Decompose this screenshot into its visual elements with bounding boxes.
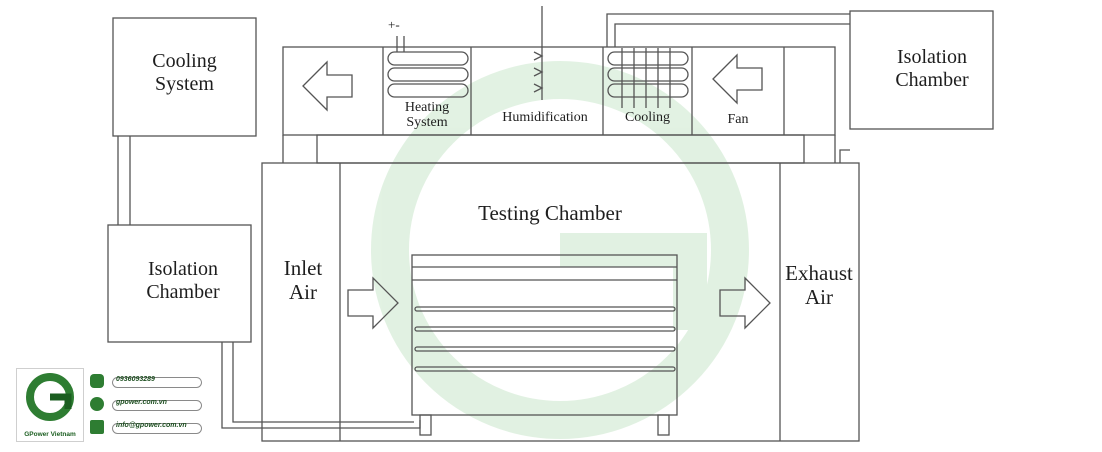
gpower-g-icon — [26, 373, 74, 421]
polarity-label: +- — [388, 17, 400, 32]
isolation-chamber-left-box — [107, 224, 252, 343]
phone-text: 0936093289 — [116, 376, 155, 383]
isolation-chamber-top-box — [849, 10, 994, 130]
fan-arrow — [712, 53, 763, 105]
website-text: gpower.com.vn — [116, 399, 167, 406]
contact-phone[interactable]: 0936093289 — [88, 374, 204, 389]
phone-icon — [90, 374, 104, 388]
mail-icon — [90, 420, 104, 434]
testing-chamber-box — [261, 162, 860, 442]
heating-coil — [387, 36, 469, 98]
contact-email[interactable]: info@gpower.com.vn — [88, 420, 204, 435]
cooling-label: Cooling — [624, 110, 671, 125]
globe-icon — [90, 397, 104, 411]
humidifier-pipe — [533, 6, 544, 100]
contact-website[interactable]: gpower.com.vn — [88, 397, 204, 412]
cooling-coil — [607, 48, 689, 108]
gpower-watermark — [371, 61, 749, 439]
test-rack — [411, 254, 678, 416]
exhaust-air-arrow — [719, 276, 771, 330]
cooling-system-box — [112, 17, 257, 137]
inlet-air-arrow — [347, 276, 399, 330]
humidification-label: Humidification — [502, 110, 588, 125]
testing-chamber-label: Testing Chamber — [478, 201, 622, 225]
company-name: GPower Vietnam — [24, 431, 76, 438]
gpower-logo: GPower Vietnam — [16, 368, 84, 442]
airflow-arrow-out — [302, 60, 353, 112]
email-text: info@gpower.com.vn — [116, 422, 187, 429]
fan-label: Fan — [727, 112, 749, 127]
